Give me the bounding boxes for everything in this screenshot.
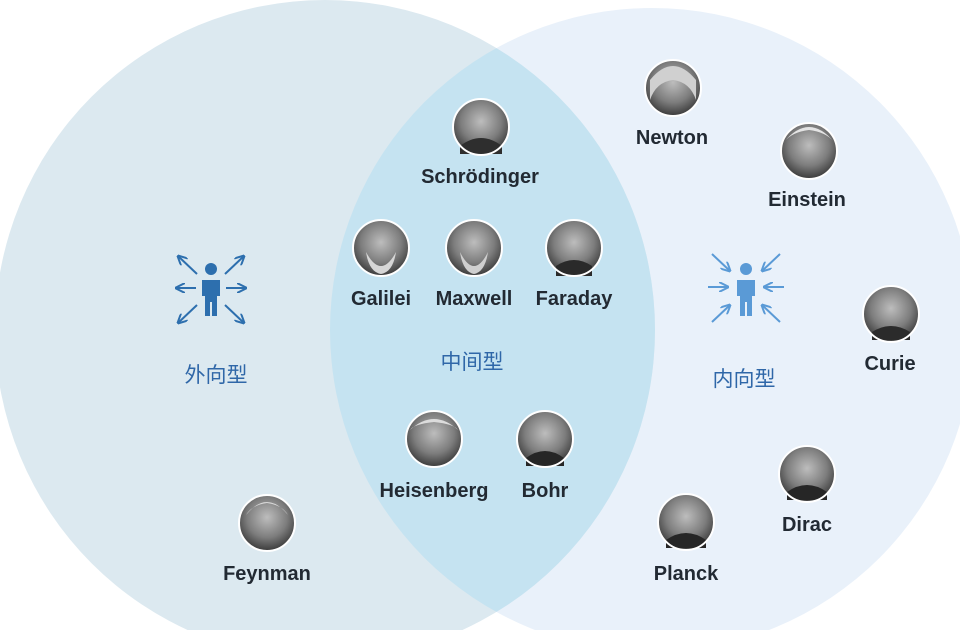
portrait-curie — [862, 285, 920, 343]
person-arrows-inward-icon — [708, 253, 784, 323]
portrait-maxwell — [445, 219, 503, 277]
name-heisenberg: Heisenberg — [380, 480, 489, 502]
name-dirac: Dirac — [782, 514, 832, 536]
name-curie: Curie — [864, 353, 915, 375]
extrovert-label: 外向型 — [185, 363, 248, 387]
portrait-galilei — [352, 219, 410, 277]
portrait-newton — [644, 59, 702, 117]
ambivert-overlap — [330, 8, 655, 630]
introvert-label: 内向型 — [713, 367, 776, 391]
name-faraday: Faraday — [536, 288, 614, 310]
portrait-heisenberg — [405, 410, 463, 468]
name-newton: Newton — [636, 127, 708, 149]
name-schrodinger: Schrödinger — [421, 166, 539, 188]
portrait-feynman — [238, 494, 296, 552]
person-arrows-outward-icon — [176, 256, 246, 323]
name-planck: Planck — [654, 563, 719, 585]
portrait-einstein — [780, 122, 838, 180]
name-feynman: Feynman — [223, 563, 311, 585]
name-galilei: Galilei — [351, 288, 411, 310]
ambivert-label: 中间型 — [441, 350, 504, 374]
portrait-dirac — [778, 445, 836, 503]
portrait-faraday — [545, 219, 603, 277]
name-maxwell: Maxwell — [436, 288, 513, 310]
portrait-bohr — [516, 410, 574, 468]
name-bohr: Bohr — [522, 480, 569, 502]
portrait-planck — [657, 493, 715, 551]
name-einstein: Einstein — [768, 189, 846, 211]
portrait-schrodinger — [452, 98, 510, 156]
